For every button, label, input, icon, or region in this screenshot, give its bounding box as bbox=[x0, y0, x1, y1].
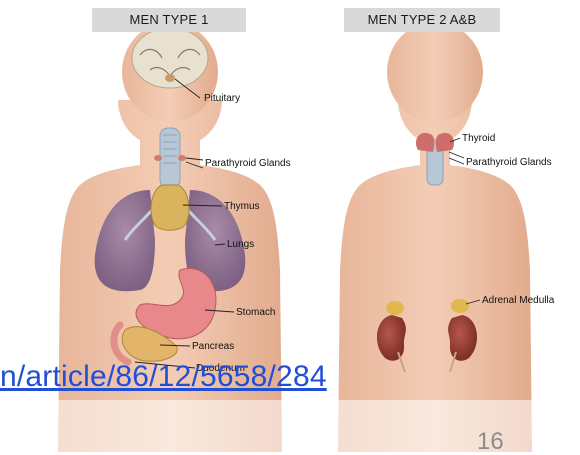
label-adrenal-medulla: Adrenal Medulla bbox=[482, 295, 554, 307]
label-lungs: Lungs bbox=[227, 239, 254, 251]
label-stomach: Stomach bbox=[236, 307, 275, 319]
label-parathyroid-left: Parathyroid Glands bbox=[205, 158, 291, 170]
panel-title-type1: MEN TYPE 1 bbox=[92, 8, 246, 32]
label-pancreas: Pancreas bbox=[192, 341, 234, 353]
label-thymus: Thymus bbox=[224, 201, 260, 213]
label-thyroid: Thyroid bbox=[462, 133, 495, 145]
page-number: 16 bbox=[477, 432, 504, 452]
right-body bbox=[338, 22, 532, 452]
panel-title-type2: MEN TYPE 2 A&B bbox=[344, 8, 500, 32]
label-pituitary: Pituitary bbox=[204, 93, 240, 105]
label-parathyroid-right: Parathyroid Glands bbox=[466, 157, 552, 169]
reference-link[interactable]: n/article/86/12/5658/284 bbox=[0, 360, 327, 394]
thymus bbox=[151, 185, 189, 230]
